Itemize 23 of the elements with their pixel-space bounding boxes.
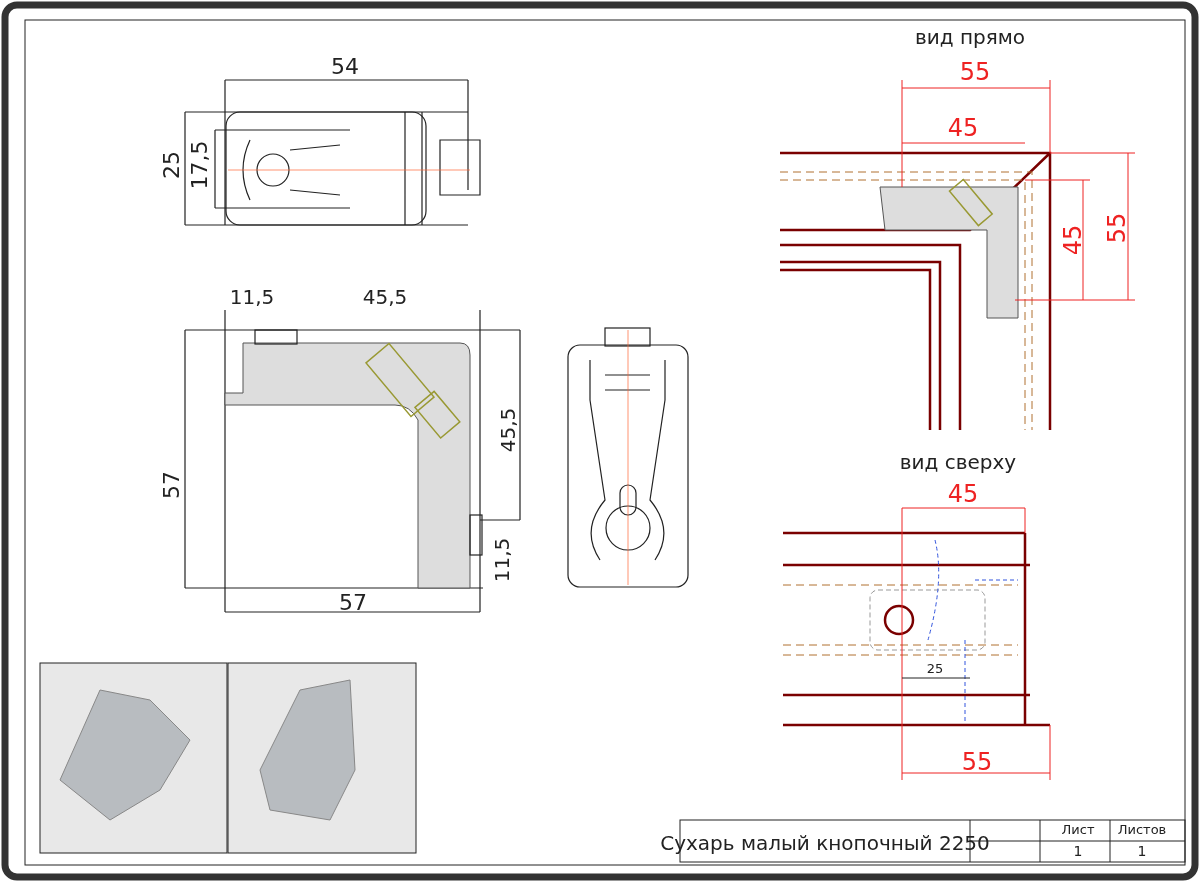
sheet-count: 1: [1137, 844, 1147, 858]
view-title: вид сверху: [899, 452, 1017, 472]
dimension-label: 11,5: [492, 537, 512, 583]
part-title: Сухарь малый кнопочный 2250: [660, 833, 990, 853]
dimension-label: 55: [1105, 212, 1129, 244]
sheet-number: 1: [1073, 844, 1083, 858]
dimension-label: 55: [961, 750, 993, 774]
dimension-label: 55: [959, 60, 991, 84]
table-header: Листов: [1117, 822, 1167, 836]
dimension-label: 57: [161, 471, 183, 499]
dimension-label: 54: [331, 56, 359, 78]
dimension-label: 45: [947, 482, 979, 506]
view-title: вид прямо: [914, 27, 1026, 47]
dimension-label: 57: [339, 592, 367, 614]
dimension-label: 45: [947, 116, 979, 140]
table-header: Лист: [1061, 822, 1095, 836]
dimension-label: 25: [926, 661, 944, 675]
dimension-label: 17,5: [189, 140, 211, 190]
dimension-label: 45,5: [498, 407, 518, 453]
dimension-label: 25: [161, 151, 183, 179]
dimension-label: 45: [1061, 224, 1085, 256]
dimension-label: 11,5: [229, 287, 275, 307]
dimension-label: 45,5: [362, 287, 408, 307]
